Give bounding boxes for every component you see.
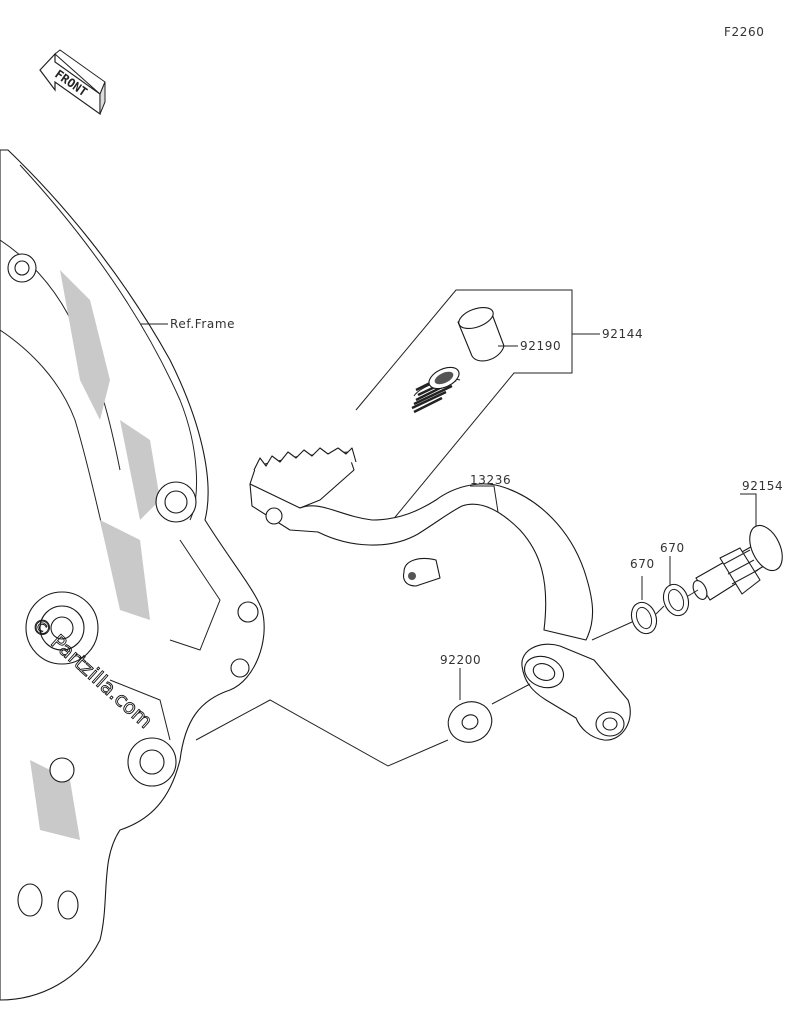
callout-670b: 670 xyxy=(660,541,685,555)
ref-frame-label: Ref.Frame xyxy=(170,317,235,331)
callout-92144: 92144 xyxy=(602,327,643,341)
callout-92200: 92200 xyxy=(440,653,481,667)
callout-670a: 670 xyxy=(630,557,655,571)
kit-bracket-92144 xyxy=(355,289,573,534)
shaft-92154 xyxy=(692,524,783,601)
front-arrow-icon: FRONT xyxy=(39,49,106,116)
figure-code: F2260 xyxy=(724,25,764,39)
assembly-leader xyxy=(195,699,449,767)
callout-92190: 92190 xyxy=(520,339,561,353)
o-ring-670b xyxy=(662,583,690,617)
o-ring-670a xyxy=(630,601,658,635)
callout-92154: 92154 xyxy=(742,479,783,493)
sleeve-92190 xyxy=(457,306,505,362)
brake-pedal-13236 xyxy=(249,447,631,741)
spring-part xyxy=(411,366,461,414)
frame-reference xyxy=(0,149,265,1001)
washer-92200 xyxy=(447,701,493,743)
callout-13236: 13236 xyxy=(470,473,511,487)
